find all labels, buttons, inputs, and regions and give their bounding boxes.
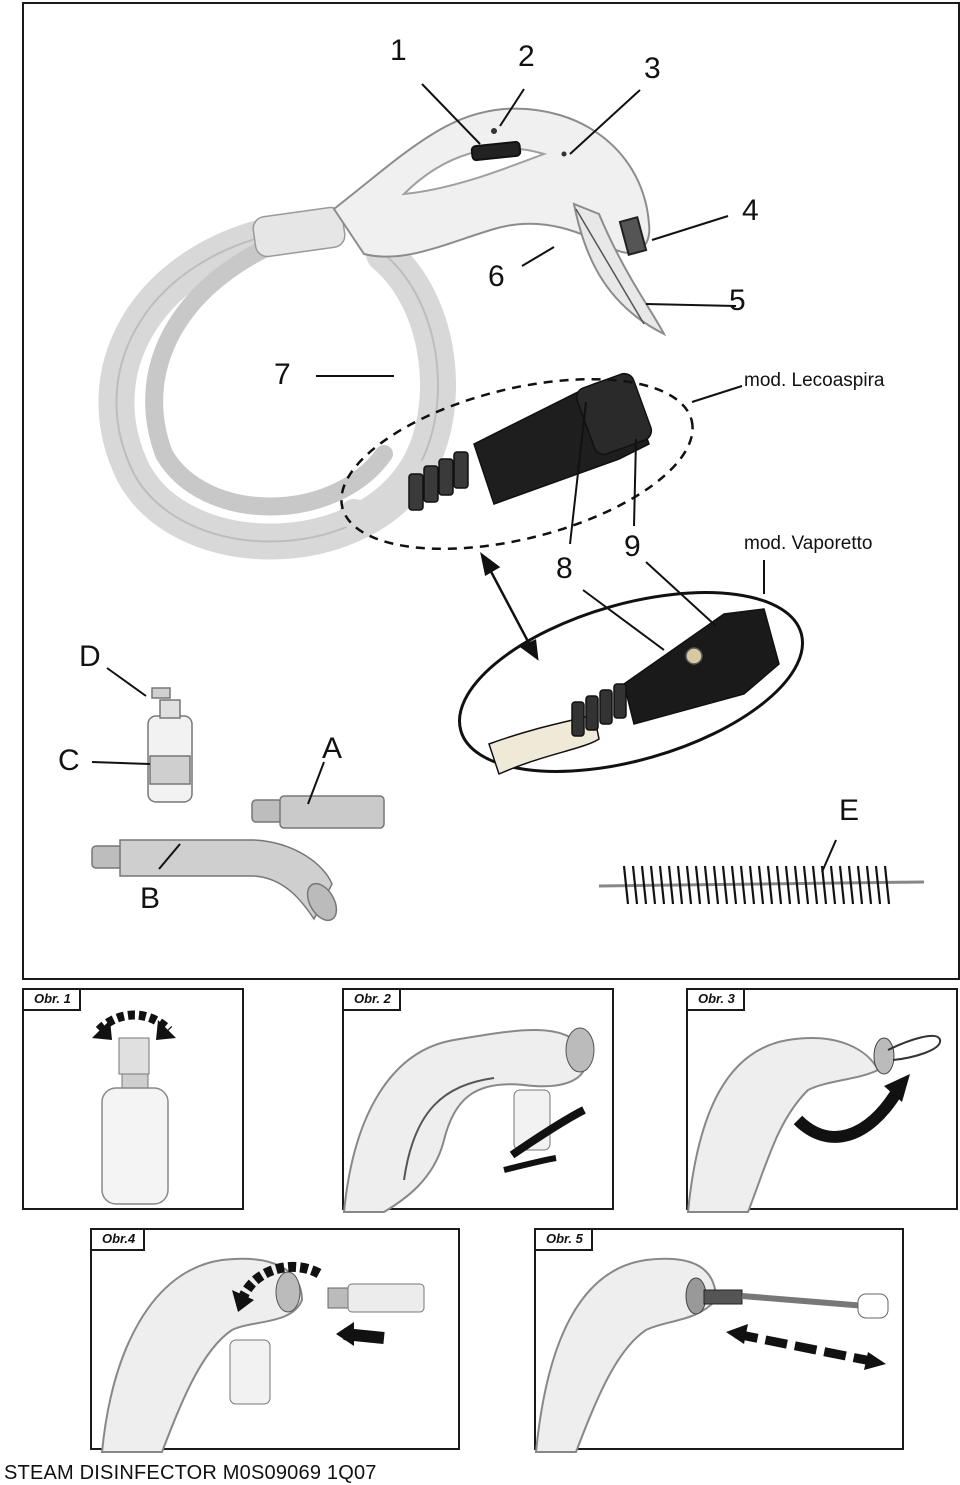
panel-label: Obr. 1 bbox=[24, 990, 81, 1012]
panel-obr-3: Obr. 3 bbox=[686, 988, 958, 1213]
part-letter-b: B bbox=[140, 882, 161, 915]
double-arrow bbox=[480, 552, 539, 661]
part-number-9: 9 bbox=[624, 530, 641, 563]
panel-obr-1: Obr. 1 bbox=[22, 988, 244, 1210]
part-number-6: 6 bbox=[488, 260, 505, 293]
hose-joint bbox=[252, 206, 346, 258]
part-number-7: 7 bbox=[274, 358, 291, 391]
connector-vaporetto bbox=[488, 608, 780, 776]
illustration-bottle-cap bbox=[92, 1010, 176, 1205]
panel-obr-5: Obr. 5 bbox=[534, 1228, 904, 1453]
bottle-c bbox=[147, 687, 193, 803]
tube-a bbox=[251, 795, 385, 829]
panel-label: Obr. 5 bbox=[536, 1230, 593, 1252]
panel-label: Obr. 2 bbox=[344, 990, 401, 1012]
handle-body bbox=[332, 107, 667, 337]
connector-lecoaspira bbox=[408, 372, 653, 511]
parts-illustration bbox=[91, 83, 925, 922]
document-footer: STEAM DISINFECTOR M0S09069 1Q07 bbox=[4, 1462, 377, 1484]
panel-label: Obr. 3 bbox=[688, 990, 745, 1012]
model-label-lecoaspira: mod. Lecoaspira bbox=[744, 370, 885, 391]
part-letter-c: C bbox=[58, 744, 80, 777]
tube-b bbox=[91, 839, 338, 922]
part-number-2: 2 bbox=[518, 40, 535, 73]
illustration-attach-cord bbox=[686, 1034, 941, 1213]
part-letter-d: D bbox=[79, 640, 101, 673]
part-number-1: 1 bbox=[390, 34, 407, 67]
panel-obr-4: Obr.4 bbox=[90, 1228, 460, 1453]
part-letter-e: E bbox=[839, 794, 860, 827]
panel-obr-2: Obr. 2 bbox=[342, 988, 614, 1213]
illustration-clean-brush bbox=[534, 1257, 889, 1453]
dashed-ellipse-lecoaspira bbox=[340, 377, 694, 551]
leader-lines bbox=[91, 83, 837, 873]
model-label-vaporetto: mod. Vaporetto bbox=[744, 533, 873, 554]
panel-label: Obr.4 bbox=[92, 1230, 146, 1252]
illustration-attach-tube bbox=[100, 1257, 425, 1453]
solid-ellipse-vaporetto bbox=[458, 591, 804, 773]
brush-e bbox=[598, 865, 925, 905]
part-number-3: 3 bbox=[644, 52, 661, 85]
part-letter-a: A bbox=[322, 732, 343, 765]
part-number-8: 8 bbox=[556, 552, 573, 585]
part-number-5: 5 bbox=[729, 284, 746, 317]
illustration-insert-bottle bbox=[342, 1027, 595, 1213]
coiled-hose bbox=[98, 216, 456, 560]
part-number-4: 4 bbox=[742, 194, 759, 227]
main-parts-figure: 1 2 3 4 5 6 7 8 9 A B C D E mod. Lecoasp… bbox=[22, 2, 960, 980]
